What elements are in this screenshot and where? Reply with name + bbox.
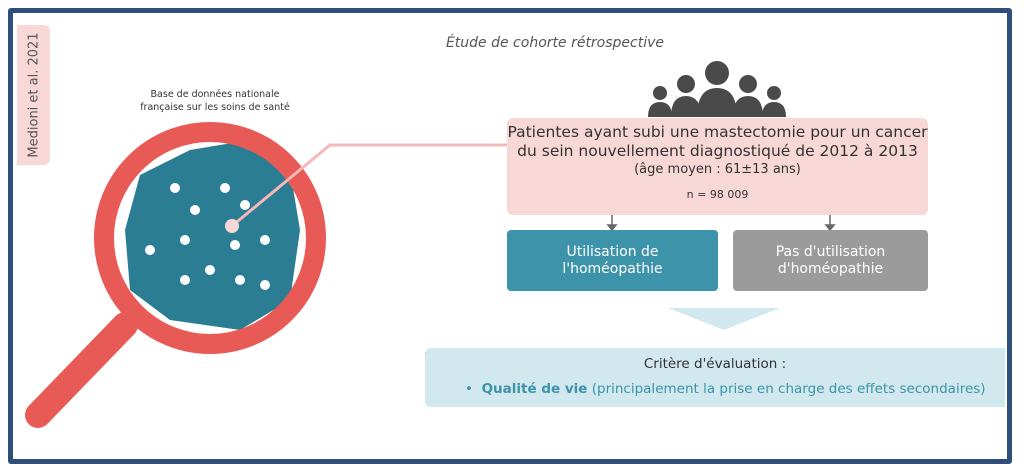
- bullet: •: [465, 381, 473, 397]
- down-triangle-arrow: [668, 308, 780, 330]
- population-age: (âge moyen : 61±13 ans): [634, 162, 801, 177]
- group-homeopathy-line1: Utilisation de: [566, 243, 659, 260]
- magnifier-handle: [25, 312, 138, 428]
- pointer-line: [231, 143, 507, 228]
- criteria-heading: Critère d'évaluation :: [643, 356, 787, 372]
- study-title: Étude de cohorte rétrospective: [445, 35, 665, 51]
- criteria-item: • Qualité de vie (principalement la pris…: [465, 381, 986, 397]
- people-on-map: [145, 183, 270, 290]
- criteria-band: Critère d'évaluation : • Qualité de vie …: [425, 348, 1005, 407]
- criteria-item-strong: Qualité de vie: [481, 381, 588, 397]
- group-no-homeopathy-line1: Pas d'utilisation: [775, 243, 886, 260]
- population-n: n = 98 009: [686, 188, 749, 201]
- pointer-dot: [225, 219, 239, 233]
- database-label: Base de données nationale française sur …: [125, 88, 305, 114]
- group-no-homeopathy-line2: d'homéopathie: [777, 260, 884, 277]
- group-homeopathy-line2: l'homéopathie: [562, 260, 663, 277]
- criteria-item-rest: (principalement la prise en charge des e…: [587, 381, 986, 397]
- magnifier-ring: [94, 122, 326, 354]
- database-label-line1: Base de données nationale: [150, 89, 280, 100]
- population-line2: du sein nouvellement diagnostiqué de 201…: [517, 142, 918, 160]
- citation-tag: Medioni et al. 2021: [17, 25, 50, 165]
- people-group-icon: [648, 61, 786, 117]
- population-line1: Patientes ayant subi une mastectomie pou…: [507, 123, 928, 141]
- database-label-line2: française sur les soins de santé: [140, 102, 290, 113]
- population-box: Patientes ayant subi une mastectomie pou…: [507, 118, 928, 215]
- split-arrows: [606, 215, 836, 232]
- france-map: [125, 140, 300, 330]
